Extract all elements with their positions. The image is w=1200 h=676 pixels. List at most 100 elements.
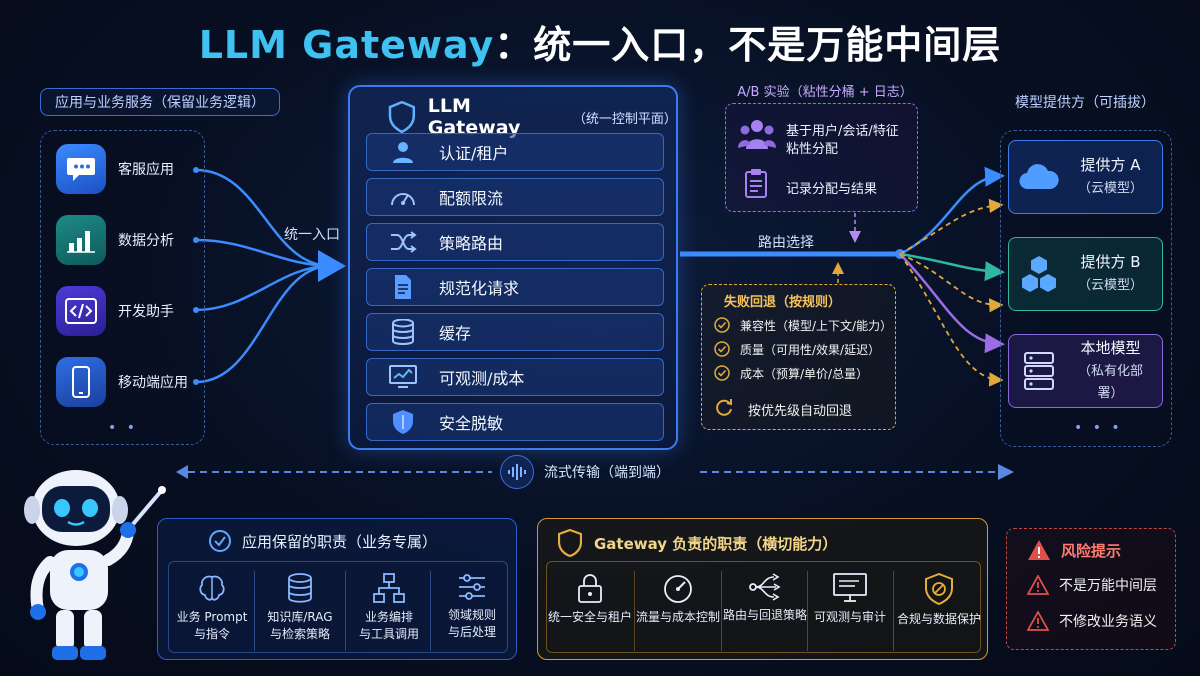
fallback-box: 失败回退（按规则） 兼容性（模型/上下文/能力） 质量（可用性/效果/延迟） 成… [701, 284, 896, 430]
risk-text: 不修改业务语义 [1059, 614, 1157, 630]
gateway-row-label: 规范化请求 [439, 279, 520, 298]
database-icon [288, 573, 312, 603]
divider [345, 571, 346, 651]
hierarchy-icon [373, 573, 405, 603]
ab-test-title: A/B 实验（粘性分桶 + 日志） [737, 85, 913, 100]
shuffle-icon [367, 231, 439, 253]
bar-chart-icon [56, 215, 106, 265]
gateway-row-routing[interactable]: 策略路由 [366, 223, 664, 261]
gw-duty-label: 合规与数据保护 [896, 612, 981, 626]
provider-local[interactable]: 本地模型（私有化部署） [1008, 334, 1163, 408]
warning-icon [1027, 611, 1049, 631]
divider [893, 571, 894, 651]
app-item-analytics[interactable]: 数据分析 [56, 215, 174, 265]
gateway-row-quota[interactable]: 配额限流 [366, 178, 664, 216]
brain-icon [199, 575, 225, 601]
app-connectors [195, 168, 331, 384]
fallback-item: 质量（可用性/效果/延迟） [740, 343, 881, 357]
apps-header: 应用与业务服务（保留业务逻辑） [40, 88, 280, 116]
provider-sub: （云模型） [1077, 180, 1143, 196]
database-icon [367, 319, 439, 345]
refresh-icon [714, 397, 734, 421]
app-item-support[interactable]: 客服应用 [56, 144, 174, 194]
duty-rag: 知识库/RAG 与检索策略 [258, 567, 342, 655]
gw-duty-routing: 路由与回退策略 [722, 567, 808, 655]
gw-duty-label: 可观测与审计 [813, 610, 886, 624]
duty-line-1: 业务编排 [364, 610, 413, 624]
divider [634, 571, 635, 651]
provider-b[interactable]: 提供方 B （云模型） [1008, 237, 1163, 311]
gauge-icon [367, 185, 439, 209]
gateway-row-normalize[interactable]: 规范化请求 [366, 268, 664, 306]
gauge-icon [664, 575, 692, 603]
provider-sub: （私有化部署） [1077, 364, 1143, 401]
gw-duties-inner [546, 561, 981, 653]
gw-duty-observability: 可观测与审计 [808, 567, 892, 655]
apps-panel [40, 130, 205, 445]
provider-sub: （云模型） [1077, 277, 1143, 293]
app-item-dev[interactable]: 开发助手 [56, 286, 174, 336]
page-title: LLM Gateway：统一入口，不是万能中间层 [0, 14, 1200, 69]
stream-label: 流式传输（端到端） [544, 465, 670, 481]
shield-icon [558, 529, 582, 557]
fallback-auto: 按优先级自动回退 [748, 404, 853, 419]
gateway-row-label: 缓存 [439, 324, 472, 343]
monitor-chart-icon [367, 365, 439, 389]
ab-line-1: 基于用户/会话/特征 [786, 124, 899, 139]
provider-name: 提供方 B [1080, 253, 1141, 272]
shield-block-icon [925, 573, 953, 605]
duty-line-1: 知识库/RAG [267, 610, 333, 624]
duty-line-1: 领域规则 [447, 608, 496, 622]
providers-header: 模型提供方（可插拔） [1015, 95, 1155, 111]
check-icon [714, 365, 730, 385]
gateway-row-observability[interactable]: 可观测/成本 [366, 358, 664, 396]
provider-name: 提供方 A [1080, 156, 1141, 175]
check-icon [714, 341, 730, 361]
duty-orchestration: 业务编排与工具调用 [348, 567, 430, 655]
provider-a[interactable]: 提供方 A （云模型） [1008, 140, 1163, 214]
check-circle-icon [209, 530, 231, 552]
risk-item-2: 不修改业务语义 [1027, 611, 1157, 631]
gateway-row-label: 认证/租户 [439, 144, 509, 163]
route-split-icon [749, 573, 781, 601]
code-icon [56, 286, 106, 336]
warning-icon [1027, 575, 1049, 595]
gateway-row-label: 可观测/成本 [439, 369, 525, 388]
duty-line-2: 与检索策略 [269, 627, 330, 642]
gateway-row-label: 策略路由 [439, 234, 504, 253]
hexagons-icon [1009, 255, 1069, 293]
title-zh: ：统一入口，不是万能中间层 [494, 23, 1002, 67]
document-icon [367, 274, 439, 300]
waveform-icon [500, 455, 534, 489]
warning-sign-icon [1028, 540, 1050, 560]
gateway-row-cache[interactable]: 缓存 [366, 313, 664, 351]
fallback-title: 失败回退（按规则） [724, 295, 842, 310]
users-icon [738, 118, 776, 154]
gateway-row-auth[interactable]: 认证/租户 [366, 133, 664, 171]
gw-duties-title: Gateway 负责的职责（横切能力） [594, 534, 838, 553]
check-icon [714, 317, 730, 337]
monitor-icon [833, 573, 867, 602]
ab-line-3: 记录分配与结果 [786, 182, 878, 197]
app-label: 数据分析 [118, 233, 174, 249]
gateway-panel: LLM Gateway （统一控制平面） 认证/租户 配额限流 策略路由 规范化… [348, 85, 678, 450]
server-icon [1009, 351, 1069, 391]
risk-box: 风险提示 不是万能中间层 不修改业务语义 [1006, 528, 1176, 650]
duty-line-2: 与指令 [193, 627, 230, 642]
gw-duty-compliance: 合规与数据保护 [894, 567, 984, 655]
user-icon [367, 140, 439, 164]
providers-panel [1000, 130, 1172, 447]
providers-more: • • • [1074, 420, 1123, 436]
shield-icon [367, 409, 439, 435]
duty-line-2: 与后处理 [447, 625, 496, 640]
gateway-row-label: 配额限流 [439, 189, 504, 208]
stream-group: 流式传输（端到端） [500, 455, 670, 489]
lock-icon [578, 574, 602, 603]
app-item-mobile[interactable]: 移动端应用 [56, 357, 188, 407]
app-duties-header: 应用保留的职责（业务专属） [208, 529, 437, 553]
gateway-row-security[interactable]: 安全脱敏 [366, 403, 664, 441]
divider [807, 571, 808, 651]
fallback-item: 成本（预算/单价/总量） [740, 367, 869, 381]
